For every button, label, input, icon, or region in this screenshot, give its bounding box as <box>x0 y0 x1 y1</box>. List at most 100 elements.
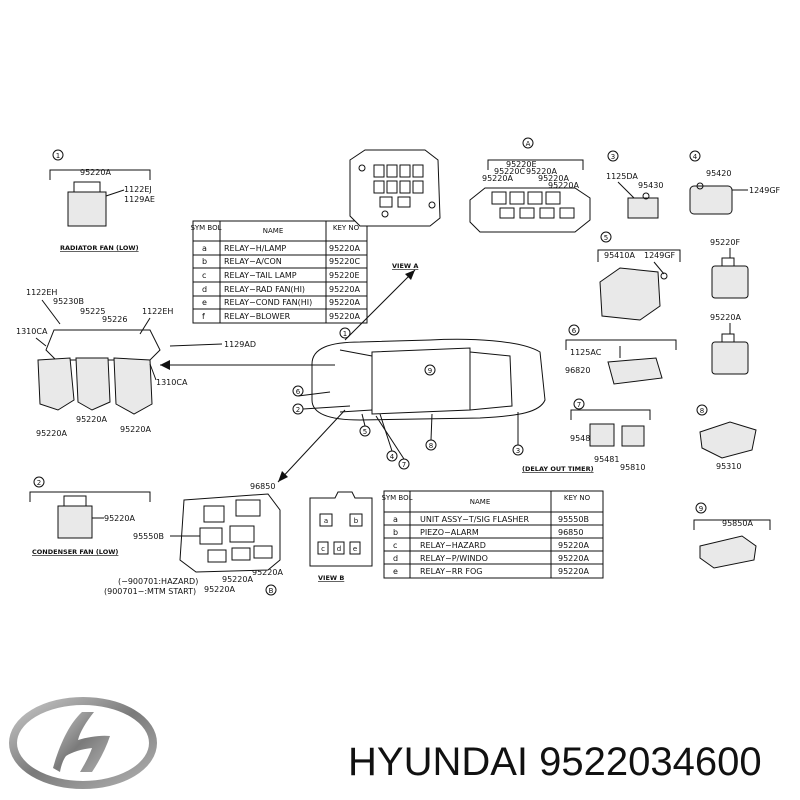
radiator-relay-top <box>73 181 101 193</box>
part-label-95220a: 95220A <box>204 585 235 594</box>
table-b-name: UNIT ASSY−T/SIG FLASHER <box>420 515 529 524</box>
radiator-relay-shape <box>67 191 107 227</box>
caption-view-a: VIEW A <box>392 262 418 270</box>
part-label-95220a: 95220A <box>252 568 283 577</box>
callout-1-car: 1 <box>343 330 347 338</box>
part-label-1122eh: 1122EH <box>142 307 173 316</box>
group-2-condenser-fan: 2 95220A CONDENSER FAN (LOW) <box>29 476 151 556</box>
relay-block-outline <box>469 187 591 233</box>
left-relay-cluster: 1122EH 95230B 95225 95226 1122EH 1310CA … <box>16 288 256 438</box>
part-95310-shape <box>699 421 757 459</box>
table-a-header-sym: SYM BOL <box>190 224 221 232</box>
table-a-name: RELAY−COND FAN(HI) <box>224 298 312 307</box>
table-b-name: RELAY−RR FOG <box>420 567 482 576</box>
table-b-sym: a <box>393 515 398 524</box>
part-label-95225: 95225 <box>80 307 105 316</box>
part-label-95220a: 95220A <box>710 313 741 322</box>
part-label-95220a: 95220A <box>80 168 111 177</box>
hazard-note: (−900701:HAZARD) <box>118 577 198 586</box>
table-b-sym: c <box>393 541 397 550</box>
table-a-header-key: KEY NO <box>333 224 360 232</box>
view-b-letter: c <box>321 545 325 553</box>
table-a-sym: a <box>202 244 207 253</box>
table-b-name: PIEZO−ALARM <box>420 528 479 537</box>
table-b-key: 95220A <box>558 541 589 550</box>
table-b-sym: b <box>393 528 398 537</box>
part-label-95220f: 95220F <box>710 238 740 247</box>
table-a-sym: e <box>202 298 207 307</box>
relay-shape <box>113 357 153 415</box>
callout-6: 6 <box>572 327 577 335</box>
part-label-1122ej: 1122EJ <box>124 185 152 194</box>
callout-3: 3 <box>611 153 615 161</box>
caption-view-b: VIEW B <box>318 574 344 582</box>
part-label-95220a: 95220A <box>548 181 579 190</box>
table-b-name: RELAY−P/WINDO <box>420 554 488 563</box>
table-a-name: RELAY−H/LAMP <box>224 244 286 253</box>
callout-9: 9 <box>699 505 703 513</box>
callout-b: B <box>269 587 274 595</box>
callout-4-car: 4 <box>390 453 395 461</box>
group-8: 8 95310 <box>696 404 757 471</box>
part-96820-shape <box>607 357 663 385</box>
group-1-radiator-fan: 1 95220A 1122EJ 1129AE RADIATOR FAN (LOW… <box>49 149 155 252</box>
part-95410a-shape <box>599 267 661 321</box>
table-b-sym: e <box>393 567 398 576</box>
part-label-95550b: 95550B <box>133 532 164 541</box>
group-9: 9 95850A <box>693 502 771 569</box>
part-label-95430: 95430 <box>638 181 663 190</box>
table-a-key: 95220A <box>329 312 360 321</box>
callout-7-car: 7 <box>402 461 406 469</box>
part-label-95410a: 95410A <box>604 251 635 260</box>
callout-8-car: 8 <box>429 442 433 450</box>
part-label-1249gf: 1249GF <box>749 186 781 195</box>
table-a-sym: b <box>202 257 207 266</box>
view-b-letter: a <box>324 517 328 525</box>
part-label-95310: 95310 <box>716 462 741 471</box>
table-a-header-name: NAME <box>263 227 284 235</box>
view-b-plate-outline <box>309 491 373 567</box>
group-3: 3 1125DA 95430 <box>606 150 663 219</box>
part-label-1310ca: 1310CA <box>16 327 48 336</box>
part-label-95482: 95482 <box>570 434 595 443</box>
caption-delay-out-timer: (DELAY OUT TIMER) <box>522 465 594 473</box>
callout-7: 7 <box>577 401 581 409</box>
arrows: VIEW A <box>160 262 418 483</box>
table-a: SYM BOL NAME KEY NO a RELAY−H/LAMP 95220… <box>190 220 368 324</box>
part-label-95220c: 95220C <box>494 167 525 176</box>
caption-condenser-fan: CONDENSER FAN (LOW) <box>32 548 118 556</box>
part-label-95220a: 95220A <box>120 425 151 434</box>
part-label-95220a: 95220A <box>538 174 569 183</box>
callout-1: 1 <box>56 152 60 160</box>
callout-5-car: 5 <box>363 428 367 436</box>
callout-2: 2 <box>37 479 41 487</box>
car-body <box>311 338 546 421</box>
table-b-key: 95220A <box>558 567 589 576</box>
table-b-header-key: KEY NO <box>564 494 591 502</box>
leader-line <box>105 189 125 197</box>
part-label-95481: 95481 <box>594 455 619 464</box>
table-a-key: 95220A <box>329 244 360 253</box>
view-b-relay-box: 96850 95550B 95220A 95220A 95220A (−9007… <box>104 482 283 596</box>
caption-radiator-fan: RADIATOR FAN (LOW) <box>60 244 139 252</box>
part-label-1310ca: 1310CA <box>156 378 188 387</box>
part-95850a-shape <box>699 535 757 569</box>
part-label-95230b: 95230B <box>53 297 84 306</box>
part-label-95810: 95810 <box>620 463 645 472</box>
fuse-box-outline <box>349 149 441 227</box>
table-a-key: 95220E <box>329 271 360 280</box>
condenser-relay-shape <box>57 505 93 539</box>
part-label-1125ac: 1125AC <box>570 348 602 357</box>
table-a-name: RELAY−BLOWER <box>224 312 291 321</box>
part-95420-shape <box>689 185 733 215</box>
callout-6-car: 6 <box>296 388 301 396</box>
group-1-bracket <box>49 169 151 180</box>
group-right-relays: 95220F 95220A <box>710 238 749 375</box>
table-a-name: RELAY−A/CON <box>224 257 282 266</box>
table-a-sym: d <box>202 285 207 294</box>
part-label-95850a: 95850A <box>722 519 753 528</box>
group-a-relay-block: A 95220E 95220C 95220A 95220A 95220A 952… <box>469 137 591 233</box>
part-label-95220a: 95220A <box>482 174 513 183</box>
part-95220f-shape <box>711 265 749 299</box>
